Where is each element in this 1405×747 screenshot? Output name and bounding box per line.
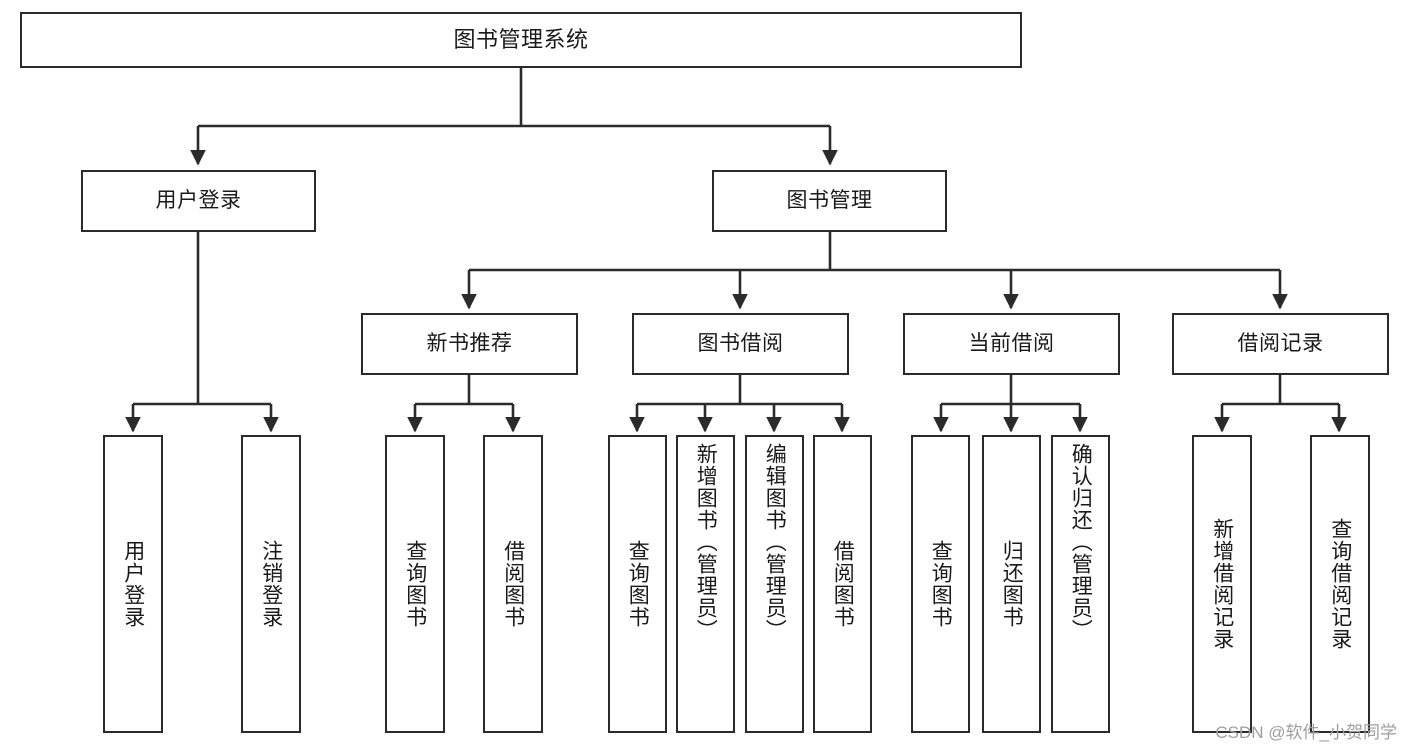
node-label: 新增图书（管理员） [694,443,718,641]
node-book-management[interactable]: 图书管理 [712,170,947,232]
node-label: 图书管理 [786,188,873,212]
node-label: 查询图书 [626,540,650,628]
node-current-borrow[interactable]: 当前借阅 [903,313,1120,375]
node-book-borrow[interactable]: 图书借阅 [632,313,849,375]
leaf-return-book[interactable]: 归还图书 [982,435,1041,733]
node-label: 用户登录 [121,540,145,628]
node-label: 借阅图书 [831,540,855,628]
node-label: 用户登录 [155,188,242,212]
leaf-query-book-new-recommend[interactable]: 查询图书 [385,435,445,733]
node-label: 借阅图书 [501,540,525,628]
node-user-login[interactable]: 用户登录 [81,170,316,232]
leaf-add-book-admin[interactable]: 新增图书（管理员） [676,435,735,733]
leaf-logout-login[interactable]: 注销登录 [241,435,301,733]
node-label: 图书管理系统 [453,27,589,53]
node-label: 注销登录 [259,540,283,628]
leaf-query-book-borrow[interactable]: 查询图书 [608,435,667,733]
node-label: 确认归还（管理员） [1069,443,1093,641]
leaf-confirm-return-admin[interactable]: 确认归还（管理员） [1051,435,1110,733]
leaf-query-book-current[interactable]: 查询图书 [911,435,970,733]
node-label: 新书推荐 [426,331,513,355]
leaf-edit-book-admin[interactable]: 编辑图书（管理员） [745,435,804,733]
node-label: 图书借阅 [697,331,784,355]
watermark-text: CSDN @软件_小贺同学 [1215,723,1397,742]
leaf-query-borrow-record[interactable]: 查询借阅记录 [1310,435,1370,733]
node-label: 编辑图书（管理员） [763,443,787,641]
node-label: 查询借阅记录 [1328,518,1352,650]
leaf-borrow-book-new-recommend[interactable]: 借阅图书 [483,435,543,733]
leaf-add-borrow-record[interactable]: 新增借阅记录 [1192,435,1252,733]
leaf-borrow-book-borrow[interactable]: 借阅图书 [813,435,872,733]
node-label: 查询图书 [929,540,953,628]
node-label: 归还图书 [1000,540,1024,628]
leaf-user-login[interactable]: 用户登录 [103,435,163,733]
node-label: 查询图书 [403,540,427,628]
node-label: 新增借阅记录 [1210,518,1234,650]
node-label: 借阅记录 [1237,331,1324,355]
node-new-book-recommend[interactable]: 新书推荐 [361,313,578,375]
node-label: 当前借阅 [968,331,1055,355]
node-root-book-management-system[interactable]: 图书管理系统 [20,12,1022,68]
node-borrow-record[interactable]: 借阅记录 [1172,313,1389,375]
